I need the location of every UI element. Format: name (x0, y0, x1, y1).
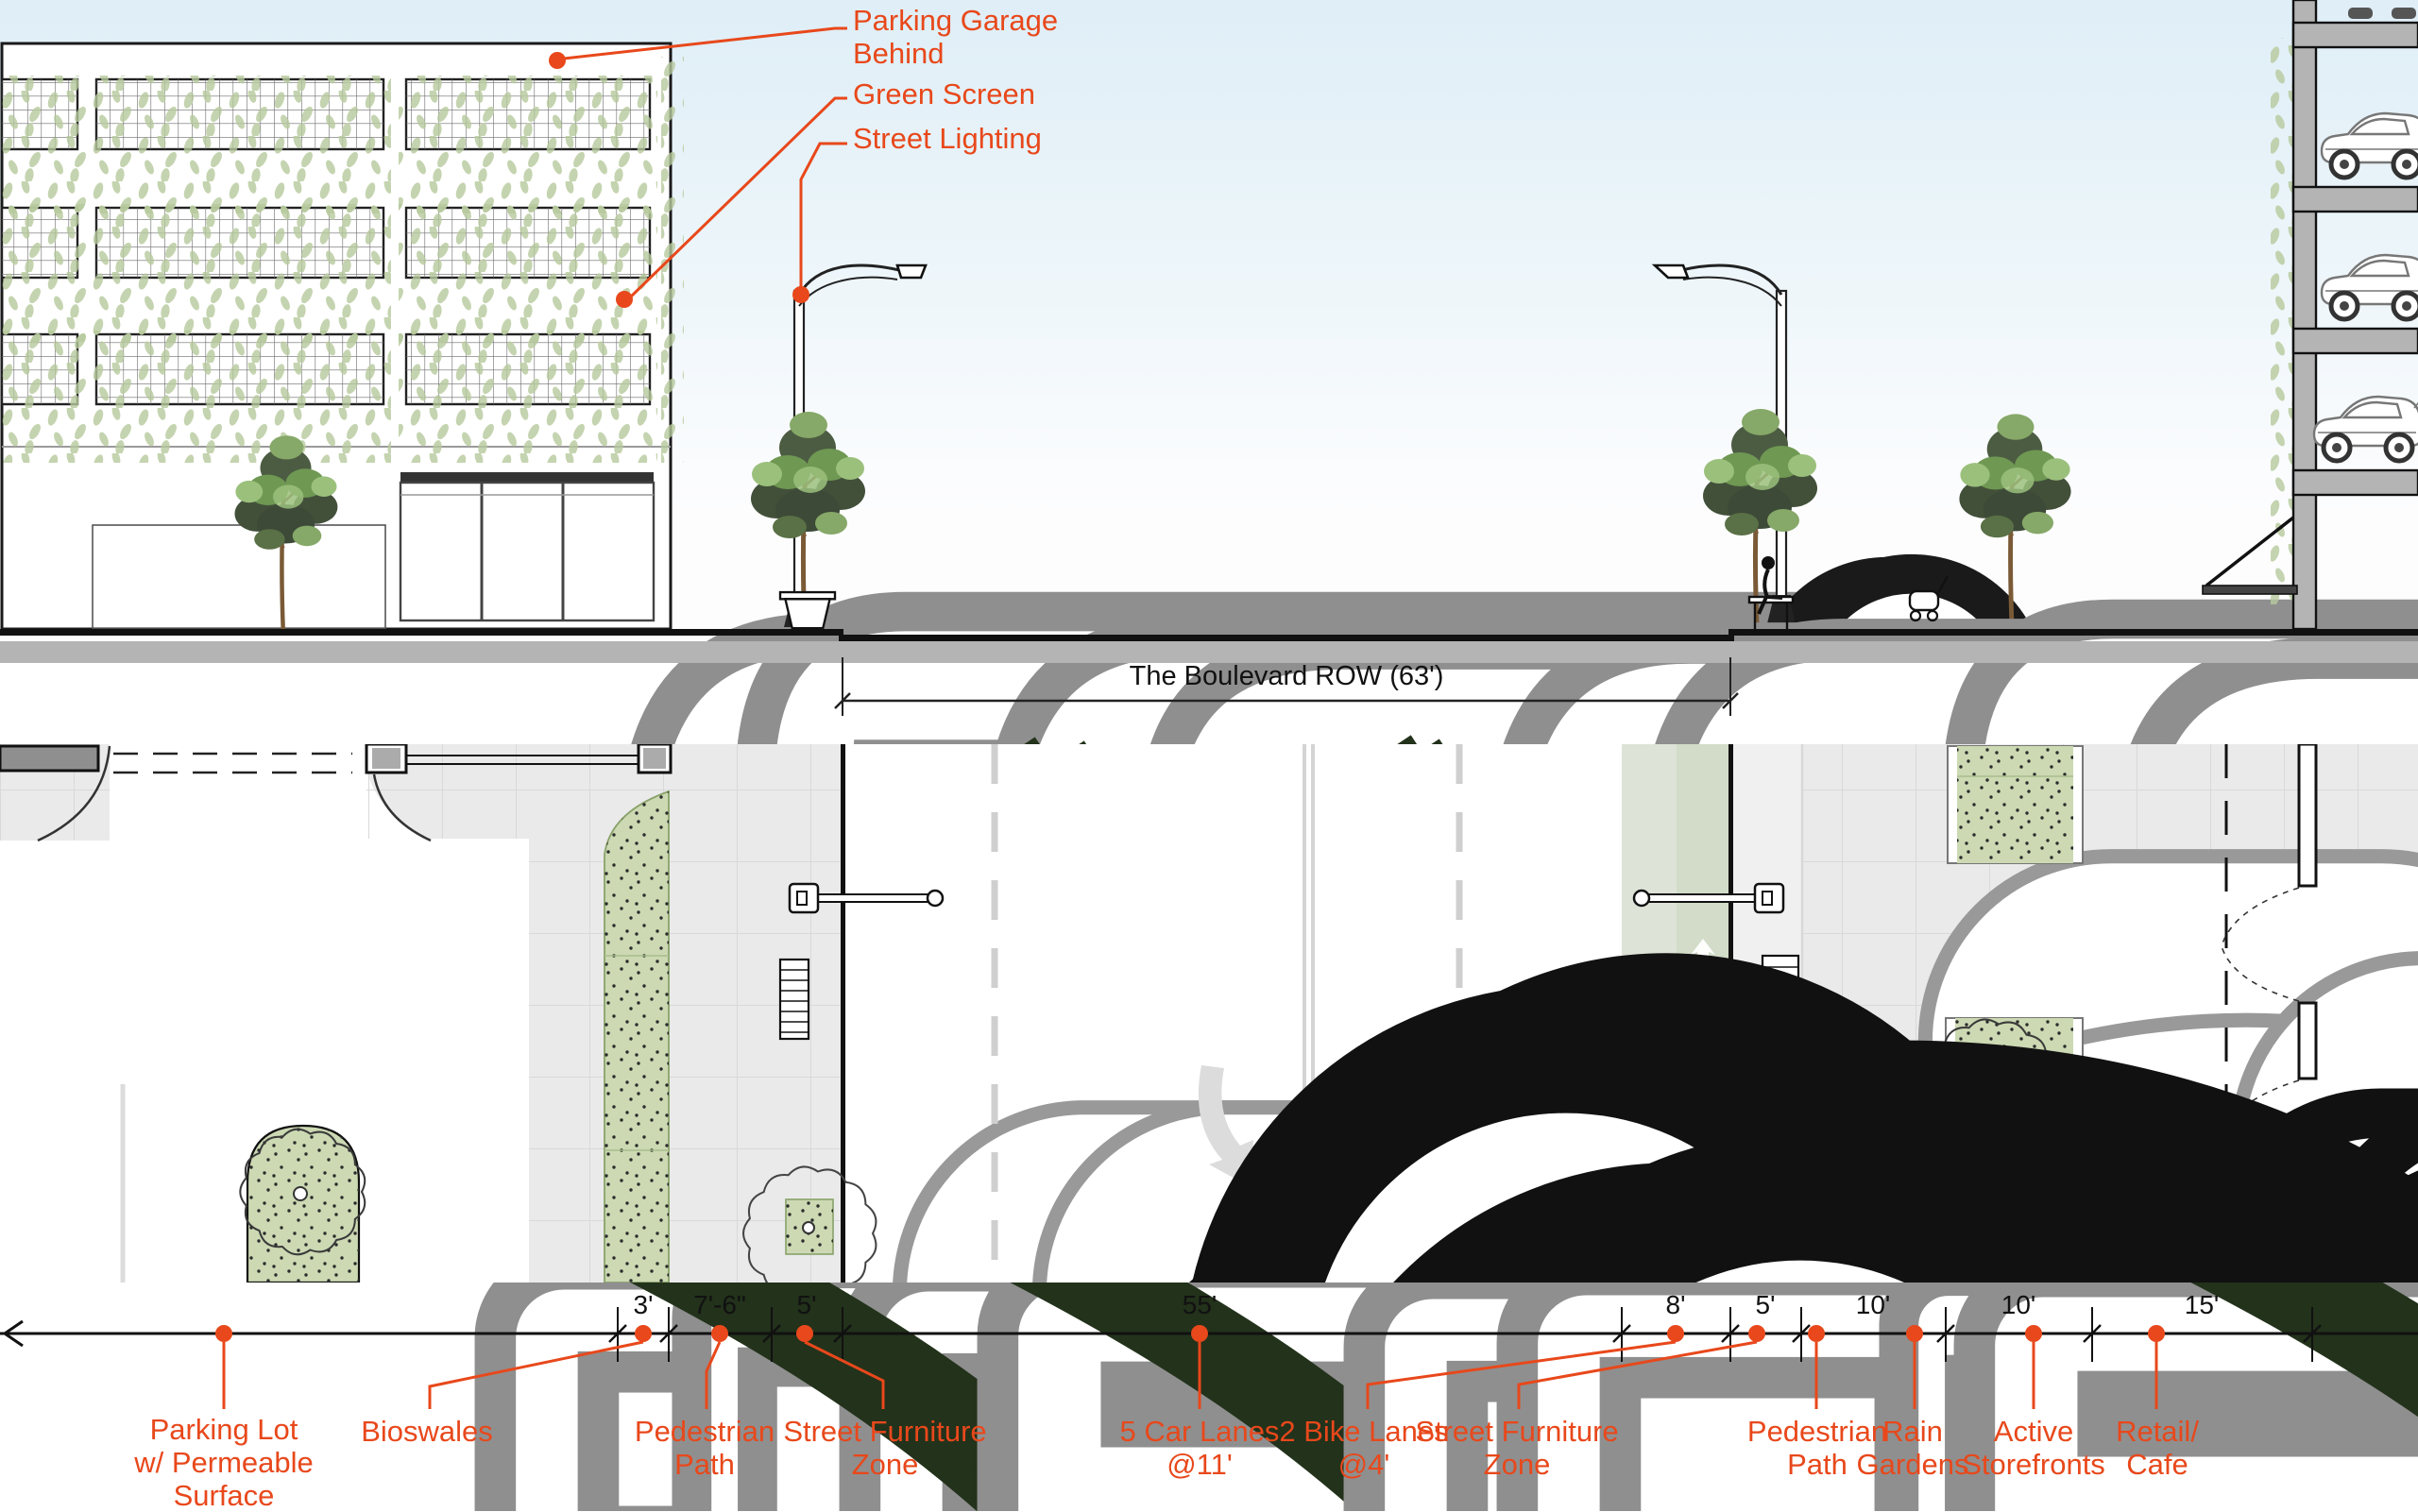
green-screen-panels (0, 57, 684, 463)
dim-5ft-right: 5' (1756, 1290, 1776, 1320)
zone-label-bioswales: Bioswales (361, 1415, 493, 1448)
dim-3ft: 3' (634, 1290, 654, 1320)
zone-label-active-storefronts: Active Storefronts (1962, 1415, 2105, 1481)
curb-line-left (841, 744, 845, 1283)
callout-dot-street-lighting (792, 286, 809, 303)
garage-storefront (400, 472, 654, 620)
plan-bench-left (780, 960, 809, 1039)
callout-street-lighting: Street Lighting (853, 122, 1042, 155)
zone-label-car-lanes: 5 Car Lanes @11' (1120, 1415, 1280, 1481)
row-dimension-label: The Boulevard ROW (63') (1130, 661, 1444, 692)
bioswale-strip (604, 791, 669, 1283)
dim-10ft-a: 10' (1856, 1290, 1891, 1320)
zone-label-retail-cafe: Retail/ Cafe (2116, 1415, 2199, 1481)
dim-15ft: 15' (2185, 1290, 2220, 1320)
zone-label-parking-lot: Parking Lot w/ Permeable Surface (134, 1413, 314, 1512)
zone-label-street-furniture-right: Street Furniture Zone (1415, 1415, 1618, 1481)
zone-label-rain-gardens: Rain Gardens (1857, 1415, 1969, 1481)
zone-label-pedestrian-path-left: Pedestrian Path (635, 1415, 775, 1481)
zone-label-street-furniture-left: Street Furniture Zone (783, 1415, 986, 1481)
callout-parking-garage: Parking Garage Behind (853, 4, 1058, 70)
callout-green-screen: Green Screen (853, 77, 1035, 110)
dim-5ft-left: 5' (797, 1290, 817, 1320)
callout-dot-parking-garage (549, 52, 566, 69)
callout-dot-green-screen (616, 291, 633, 308)
rain-garden-upper (1948, 746, 2083, 863)
dim-10ft-b: 10' (2001, 1290, 2036, 1320)
lot-planting-island (240, 1126, 365, 1283)
dim-7-6: 7'-6" (693, 1290, 746, 1320)
dim-55ft: 55' (1183, 1290, 1218, 1320)
lamp-head (897, 265, 926, 278)
green-screen-vines (0, 57, 684, 463)
parking-garage-elevation (0, 43, 684, 629)
dim-8ft: 8' (1666, 1290, 1686, 1320)
